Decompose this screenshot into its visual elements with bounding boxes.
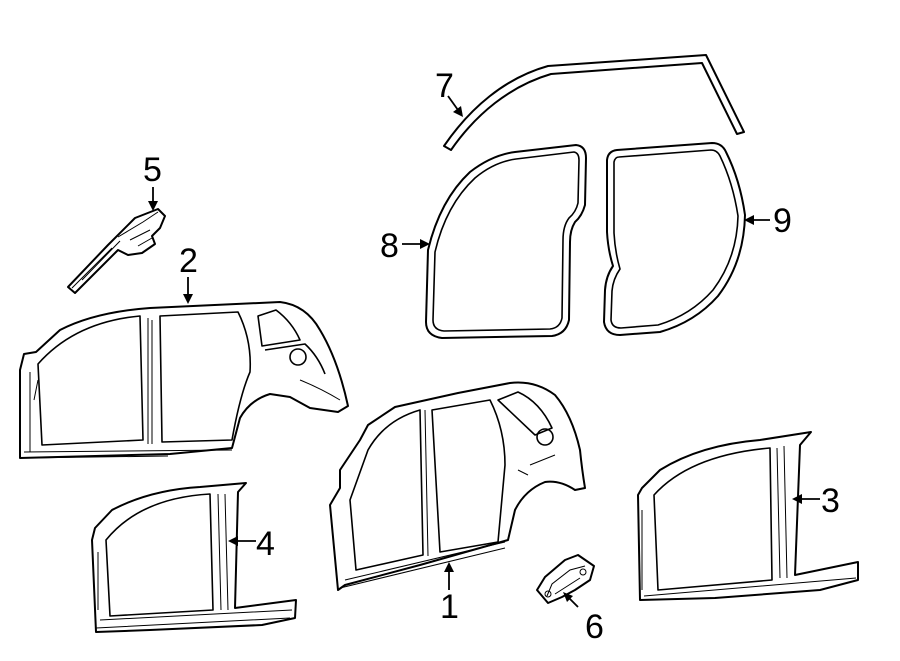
leader-lines (148, 95, 820, 608)
part-4-front-door-aperture (91, 482, 297, 633)
callout-6: 6 (585, 608, 604, 646)
callout-5: 5 (143, 151, 162, 189)
callout-2: 2 (179, 242, 198, 280)
part-1-body-side-outer (329, 381, 586, 591)
callout-7: 7 (435, 67, 454, 105)
callout-9: 9 (773, 202, 792, 240)
part-7-roof-weatherstrip (443, 54, 745, 151)
part-8-front-door-seal (425, 144, 587, 339)
part-2-body-side-aperture (19, 301, 349, 459)
part-6-bracket (536, 554, 595, 604)
callout-8: 8 (380, 227, 399, 265)
part-5-pillar-reinforcement (67, 208, 166, 294)
callout-3: 3 (821, 482, 840, 520)
part-9-rear-door-seal (603, 142, 746, 336)
callout-4: 4 (256, 525, 275, 563)
callout-labels: 1 2 3 4 5 6 7 8 9 (143, 67, 840, 646)
callout-1: 1 (440, 588, 459, 626)
part-3-front-body-side-panel (637, 431, 859, 601)
